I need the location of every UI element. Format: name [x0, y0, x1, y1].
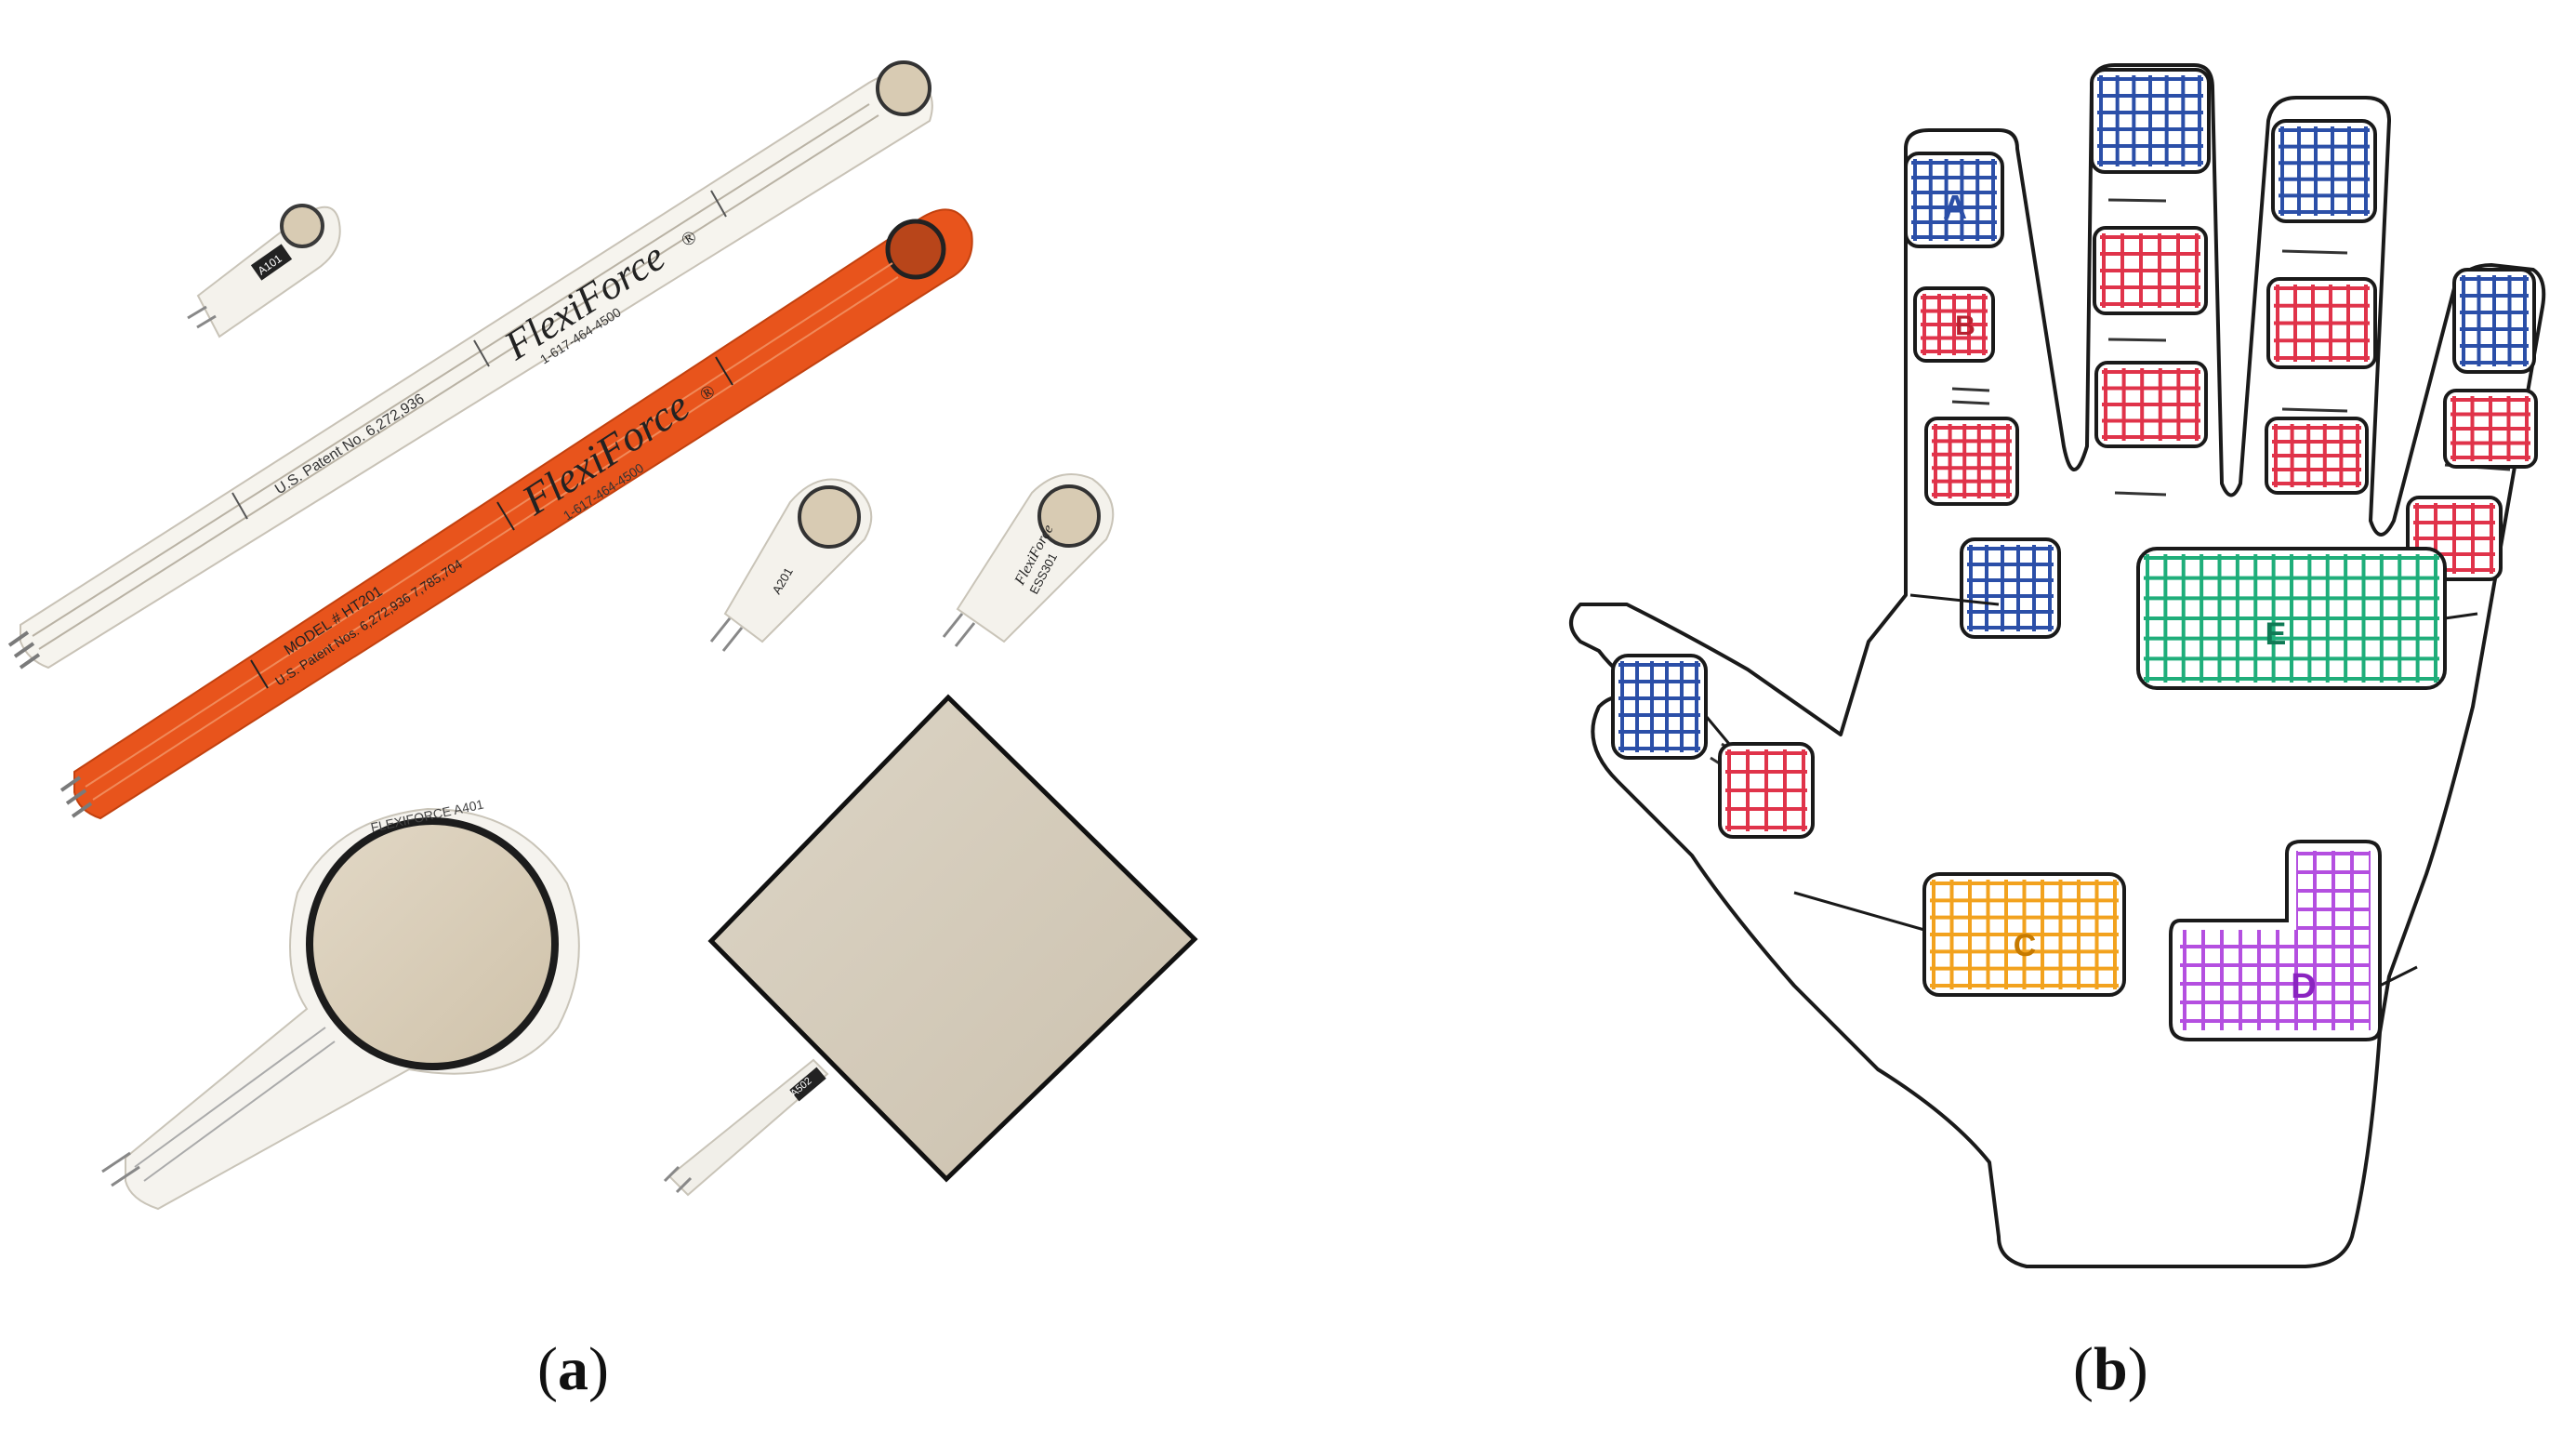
svg-text:C: C [2014, 928, 2037, 963]
grid-index-mid [1913, 286, 1995, 363]
grid-index-knuckle [1960, 537, 2061, 639]
grid-index-tip [1904, 152, 2004, 248]
grid-palm-e [2136, 547, 2447, 690]
region-label-d: D [2291, 967, 2316, 1006]
grid-ring-mid [2266, 277, 2377, 369]
ess301-sensor: FlexiForce ESS301 [942, 473, 1115, 647]
white-strip-brand: FlexiForce [495, 233, 673, 369]
square-sensor-a502: A502 [663, 694, 1198, 1197]
region-label-e: E [2266, 616, 2287, 652]
grid-palm-d [2169, 840, 2382, 1041]
grid-thumb-tip [1611, 654, 1708, 760]
svg-text:D: D [2291, 967, 2316, 1006]
grid-pinky-mid [2443, 389, 2538, 469]
grid-middle-mid [2093, 226, 2208, 315]
grid-middle-tip [2090, 68, 2211, 174]
mid-sensor-a201: A201 [709, 478, 873, 652]
round-sensor-a401: FLEXIFORCE A401 [101, 797, 580, 1211]
grid-ring-base [2265, 417, 2369, 495]
panel-b-hand-diagram: A B C D E [1569, 63, 2546, 1268]
connector-lead [1793, 891, 1925, 932]
region-label-c: C [2014, 928, 2037, 963]
grid-pinky-tip [2452, 268, 2536, 374]
region-label-b: B [1955, 311, 1975, 341]
grid-thumb-base [1718, 742, 1815, 839]
connector-lead [2379, 965, 2418, 988]
grid-ring-tip [2271, 119, 2377, 223]
svg-text:B: B [1955, 311, 1975, 341]
connector-lead [1704, 715, 1731, 745]
caption-a: (a) [537, 1335, 609, 1403]
region-label-a: A [1943, 188, 1967, 226]
grid-middle-base [2094, 361, 2208, 448]
svg-text:E: E [2266, 616, 2287, 652]
sensor-grids [1611, 68, 2538, 1041]
white-strip-pins [7, 630, 41, 669]
small-sensor-a101: A101 [187, 204, 341, 338]
connector-lead [2444, 612, 2478, 620]
caption-b: (b) [2073, 1335, 2148, 1403]
grid-palm-c [1922, 872, 2126, 997]
panel-a-photo: A101 FlexiForce ® 1-617-464-4500 U.S. Pa… [7, 60, 1198, 1211]
grid-index-base [1924, 417, 2019, 506]
orange-strip-pins [59, 776, 93, 818]
svg-text:A: A [1943, 188, 1967, 226]
connector-lead [1909, 593, 2000, 606]
